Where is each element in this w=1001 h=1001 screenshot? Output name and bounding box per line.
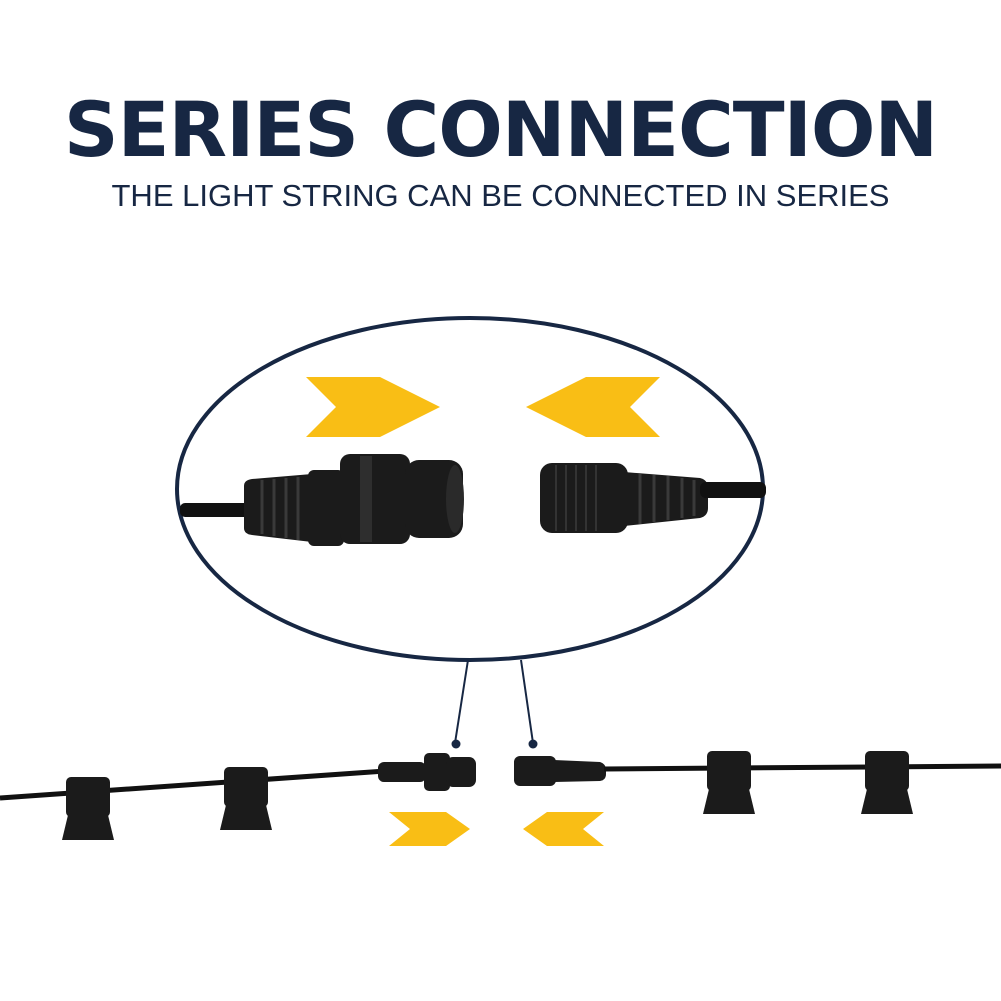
small-arrows-left-icon: [523, 812, 604, 846]
male-plug-connector: [378, 753, 476, 791]
bulb-socket: [861, 751, 913, 814]
pointer-line-left: [454, 659, 469, 744]
male-plug-connector-zoomed: [180, 454, 464, 546]
bulb-socket: [703, 751, 755, 814]
large-arrows-left-icon: [526, 377, 660, 437]
page-subtitle: THE LIGHT STRING CAN BE CONNECTED IN SER…: [111, 178, 890, 213]
bulb-socket: [220, 767, 272, 830]
pointer-line-right: [520, 659, 534, 744]
pointer-dot-right: [528, 739, 538, 749]
female-socket-connector: [514, 756, 606, 786]
small-arrows-right-icon: [389, 812, 470, 846]
pointer-dot-left: [451, 739, 461, 749]
page-title: SERIES CONNECTION: [63, 85, 938, 174]
light-string-right: [514, 751, 1001, 814]
light-string-left: [0, 753, 476, 840]
large-arrows-right-icon: [306, 377, 440, 437]
bulb-socket: [62, 777, 114, 840]
female-socket-connector-zoomed: [540, 463, 766, 533]
